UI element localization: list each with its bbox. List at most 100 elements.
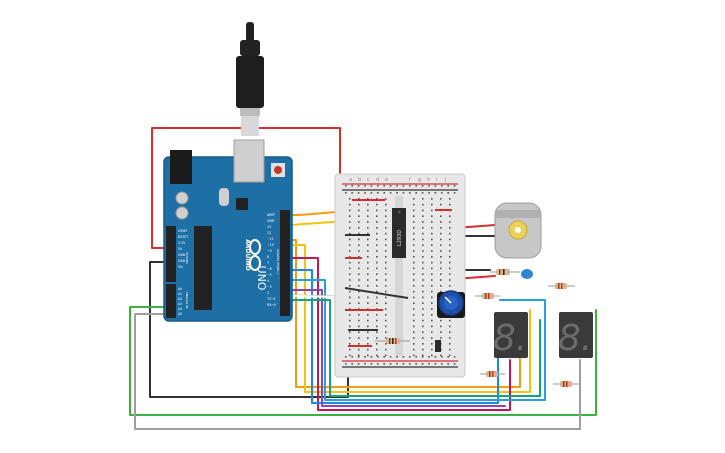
breadboard-hole[interactable] [440,331,442,333]
breadboard-hole[interactable] [431,227,433,229]
breadboard-hole[interactable] [449,325,451,328]
breadboard-hole[interactable] [358,267,360,270]
breadboard-holes[interactable] [345,185,456,365]
breadboard-hole[interactable] [449,319,451,322]
rail-hole[interactable] [377,192,379,194]
breadboard-hole[interactable] [431,232,433,235]
breadboard-hole[interactable] [385,279,387,281]
breadboard-hole[interactable] [367,337,369,339]
analog-header[interactable] [166,284,176,318]
breadboard-hole[interactable] [440,273,442,275]
breadboard-hole[interactable] [358,354,360,357]
breadboard-hole[interactable] [358,232,360,235]
breadboard-hole[interactable] [349,221,351,223]
rail-hole[interactable] [351,192,353,194]
breadboard-hole[interactable] [358,279,360,281]
breadboard-hole[interactable] [349,256,351,258]
breadboard-hole[interactable] [440,279,442,281]
breadboard-hole[interactable] [413,198,415,200]
breadboard-hole[interactable] [367,354,369,357]
breadboard-hole[interactable] [422,319,424,322]
rail-hole[interactable] [415,185,417,187]
rail-hole[interactable] [396,192,398,194]
breadboard-hole[interactable] [349,302,351,304]
breadboard-hole[interactable] [422,244,424,246]
rail-hole[interactable] [441,192,443,194]
breadboard-hole[interactable] [358,227,360,229]
rail-hole[interactable] [383,363,385,365]
breadboard-hole[interactable] [440,250,442,252]
breadboard-hole[interactable] [349,279,351,281]
breadboard-hole[interactable] [413,267,415,270]
breadboard-hole[interactable] [376,250,378,252]
breadboard-hole[interactable] [422,354,424,357]
breadboard-hole[interactable] [349,273,351,275]
rail-hole[interactable] [345,192,347,194]
breadboard-hole[interactable] [385,331,387,333]
breadboard-hole[interactable] [349,325,351,328]
rail-hole[interactable] [428,363,430,365]
rail-hole[interactable] [402,356,405,358]
breadboard-hole[interactable] [449,348,451,351]
breadboard-hole[interactable] [349,343,351,345]
breadboard-hole[interactable] [367,314,369,316]
power-header[interactable] [166,226,176,282]
resistor-board[interactable] [375,338,410,344]
breadboard-hole[interactable] [358,273,360,275]
breadboard-hole[interactable] [422,308,424,310]
breadboard-hole[interactable] [358,209,360,212]
breadboard-hole[interactable] [431,319,433,322]
breadboard-hole[interactable] [376,198,378,200]
breadboard-hole[interactable] [422,198,424,200]
dc-motor[interactable] [494,202,542,259]
resistor-2[interactable] [548,283,575,289]
breadboard-hole[interactable] [449,337,451,339]
rail-hole[interactable] [389,192,392,194]
breadboard-hole[interactable] [385,261,387,264]
rail-hole[interactable] [434,363,437,365]
breadboard-hole[interactable] [385,203,387,206]
breadboard-hole[interactable] [413,244,415,246]
breadboard-hole[interactable] [440,337,442,339]
breadboard-hole[interactable] [358,238,360,241]
breadboard-hole[interactable] [358,256,360,258]
rail-hole[interactable] [434,185,437,187]
breadboard-hole[interactable] [413,256,415,258]
breadboard-hole[interactable] [376,203,378,206]
breadboard-hole[interactable] [431,325,433,328]
breadboard-hole[interactable] [358,261,360,264]
breadboard-hole[interactable] [449,273,451,275]
breadboard-hole[interactable] [422,314,424,316]
breadboard-hole[interactable] [413,290,415,293]
rail-hole[interactable] [389,363,392,365]
breadboard-hole[interactable] [440,256,442,258]
breadboard-hole[interactable] [413,261,415,264]
breadboard-hole[interactable] [449,238,451,241]
breadboard-hole[interactable] [376,319,378,322]
breadboard-hole[interactable] [431,302,433,304]
rail-hole[interactable] [402,363,405,365]
breadboard-hole[interactable] [440,238,442,241]
breadboard-hole[interactable] [413,331,415,333]
breadboard-hole[interactable] [385,296,387,299]
breadboard-hole[interactable] [440,215,442,217]
breadboard-hole[interactable] [376,215,378,217]
rail-hole[interactable] [345,185,347,187]
breadboard-hole[interactable] [449,203,451,206]
breadboard-hole[interactable] [367,244,369,246]
rail-hole[interactable] [377,363,379,365]
rail-hole[interactable] [396,356,398,358]
breadboard-hole[interactable] [422,290,424,293]
breadboard-hole[interactable] [449,232,451,235]
breadboard-hole[interactable] [376,209,378,212]
breadboard-hole[interactable] [449,244,451,246]
resistor-1[interactable] [475,293,500,299]
breadboard-hole[interactable] [376,343,378,345]
wire-teal[interactable] [289,299,541,397]
rail-hole[interactable] [351,356,353,358]
breadboard-hole[interactable] [358,203,360,206]
breadboard-hole[interactable] [367,319,369,322]
rail-hole[interactable] [441,185,443,187]
breadboard-hole[interactable] [413,273,415,275]
